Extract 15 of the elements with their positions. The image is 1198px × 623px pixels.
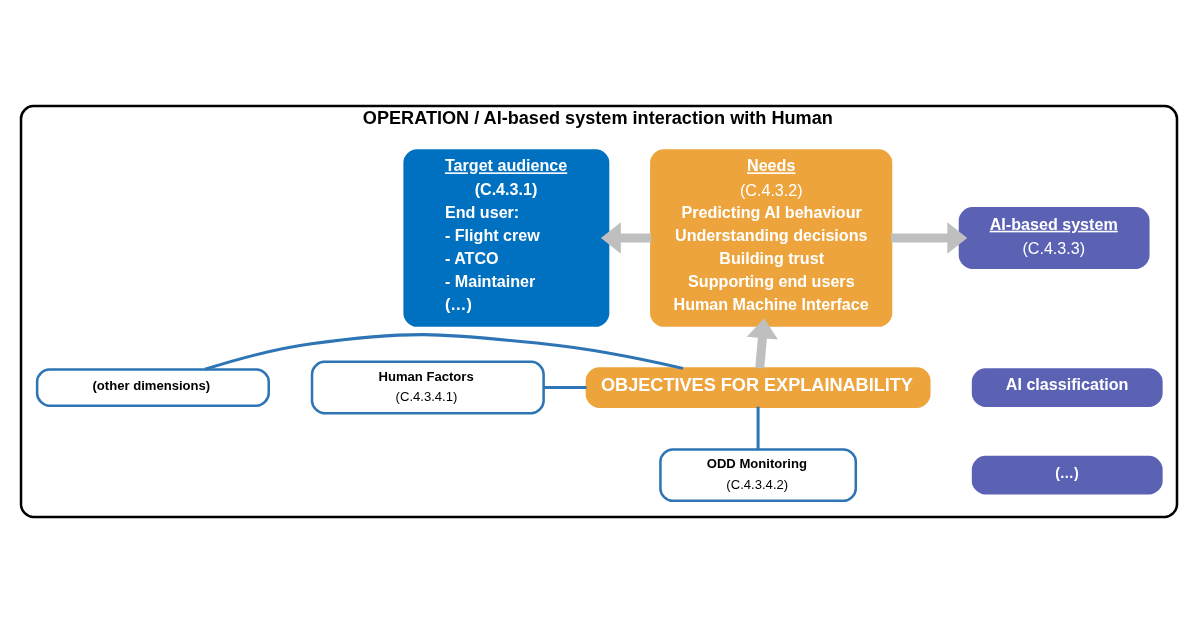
node-box: (…) [971, 455, 1163, 495]
connector [543, 386, 587, 390]
connector [756, 406, 760, 450]
arrow [600, 222, 652, 254]
node-box: AI-based system (C.4.3.3) [958, 207, 1150, 269]
arrow [891, 222, 968, 254]
node-box: ODD Monitoring (C.4.3.4.2) [659, 448, 858, 503]
arrow [746, 318, 778, 369]
node-box: OBJECTIVES FOR EXPLAINABILITY [585, 367, 931, 408]
node-box: AI classification [971, 368, 1163, 407]
node-box: Target audience (C.4.3.1) End user: - Flight crew - ATCO - Maintainer (…) [403, 149, 610, 327]
node-box: (other dimensions) [35, 368, 270, 407]
node-box: Needs (C.4.3.2) Predicting AI behaviour Understanding decisions Building trust Supporting end users Human Machine Interface [650, 149, 893, 327]
node-box: Human Factors (C.4.3.4.1) [310, 360, 545, 415]
connector [204, 333, 684, 371]
